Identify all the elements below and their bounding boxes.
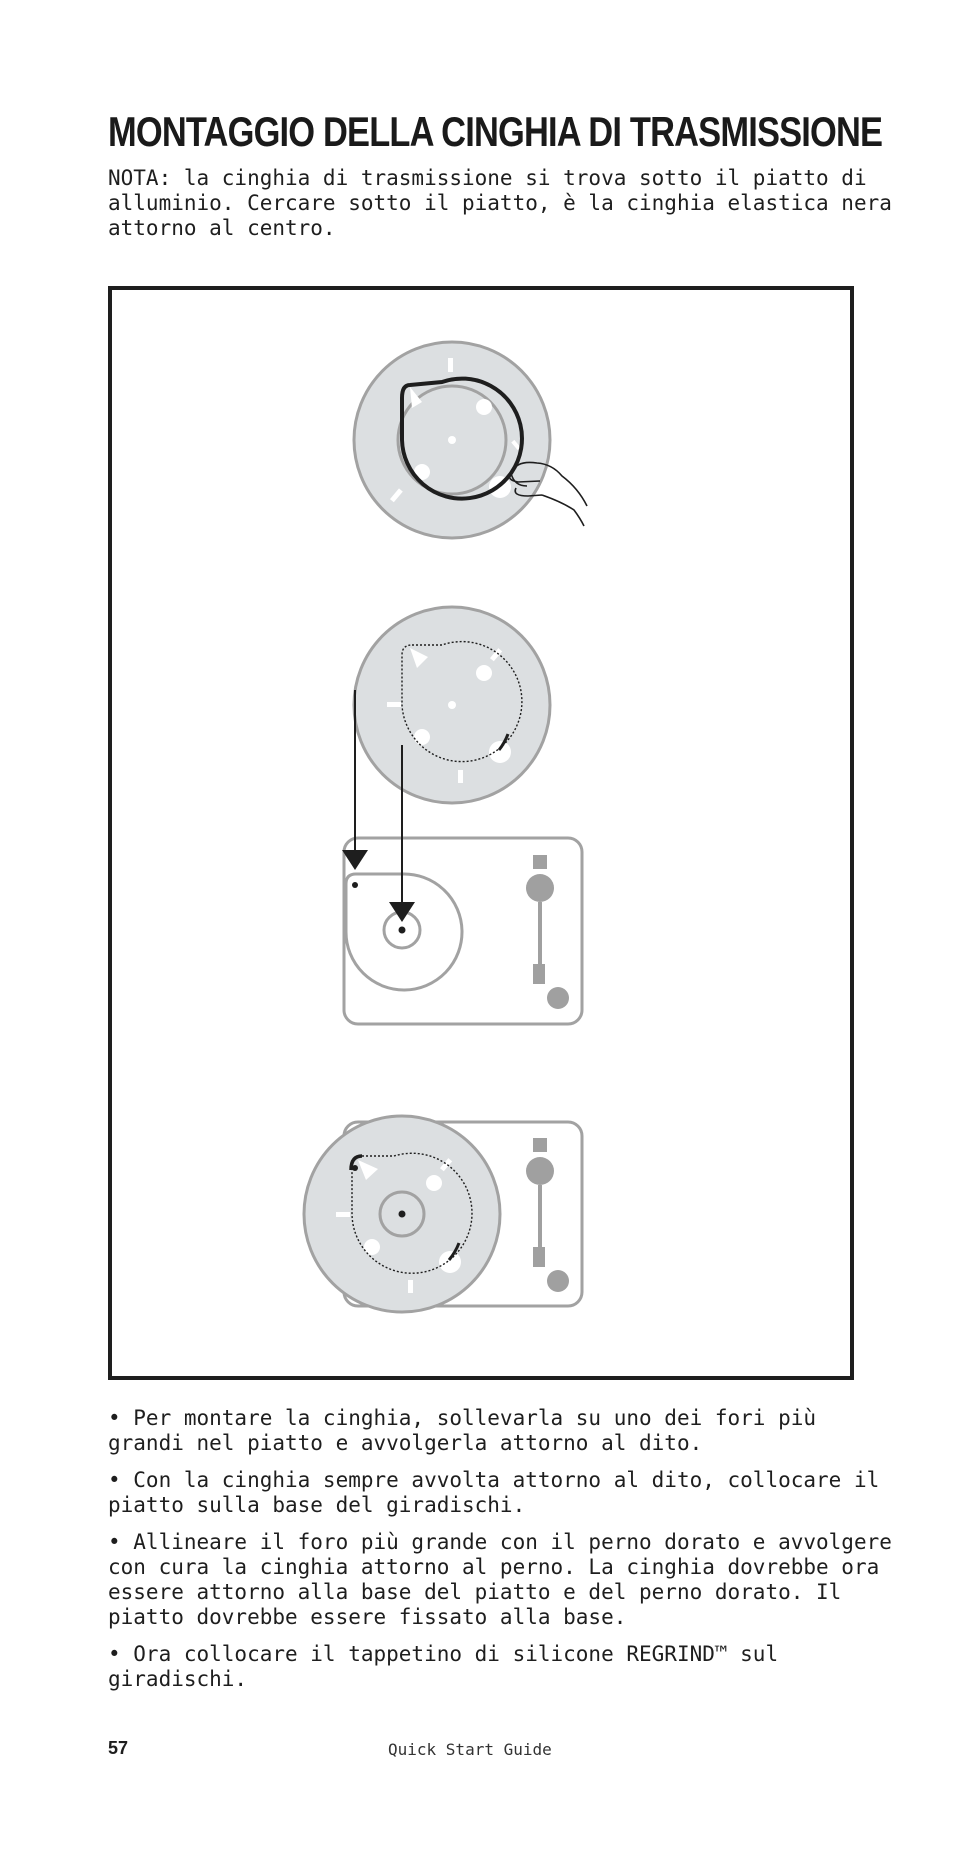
- note-text: NOTA: la cinghia di trasmissione si trov…: [108, 166, 892, 240]
- instruction-item: • Ora collocare il tappetino di silicone…: [108, 1642, 779, 1691]
- footer-guide-title: Quick Start Guide: [388, 1740, 552, 1759]
- belt-installation-illustration: [302, 340, 588, 1314]
- step2-turntable-base: [342, 836, 584, 1026]
- instruction-item: • Allineare il foro più grande con il pe…: [108, 1530, 892, 1629]
- page-title: MONTAGGIO DELLA CINGHIA DI TRASMISSIONE: [108, 108, 883, 155]
- step2-platter: [352, 605, 552, 805]
- step3-turntable-assembled: [302, 1114, 584, 1314]
- instruction-list: • Per montare la cinghia, sollevarla su …: [108, 1406, 898, 1704]
- placement-arrows: [342, 690, 415, 922]
- step1-platter: [352, 340, 588, 540]
- instruction-item: • Per montare la cinghia, sollevarla su …: [108, 1406, 817, 1455]
- page-number: 57: [108, 1738, 129, 1758]
- illustration-frame: [108, 286, 854, 1380]
- instruction-item: • Con la cinghia sempre avvolta attorno …: [108, 1468, 880, 1517]
